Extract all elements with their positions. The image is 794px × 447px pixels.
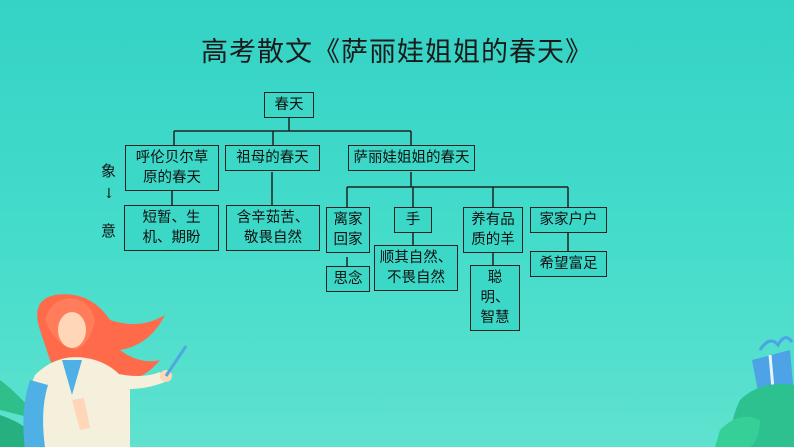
node-zumu-detail: 含辛茹苦、敬畏自然 [226,205,320,251]
page-title: 高考散文《萨丽娃姐姐的春天》 [201,37,593,68]
node-yangyang: 养有品质的羊 [463,207,523,253]
side-label-top: 象 [101,162,117,180]
node-hulun-detail: 短暂、生机、期盼 [124,205,219,251]
node-yangyang-detail: 聪明、智慧 [470,265,520,331]
node-hulun: 呼伦贝尔草原的春天 [125,145,219,191]
side-label-bottom: 意 [101,222,117,240]
node-jiajia-detail: 希望富足 [530,251,607,277]
node-lijia: 离家回家 [326,207,370,253]
down-arrow-icon: ↓ [103,186,115,202]
node-root: 春天 [264,92,314,118]
node-zumu: 祖母的春天 [225,145,320,171]
node-jiajia: 家家户户 [530,207,607,233]
node-shou: 手 [394,207,432,233]
node-lijia-detail: 思念 [326,266,370,292]
node-saliwa: 萨丽娃姐姐的春天 [348,145,475,171]
node-shou-detail: 顺其自然、不畏自然 [374,245,458,291]
